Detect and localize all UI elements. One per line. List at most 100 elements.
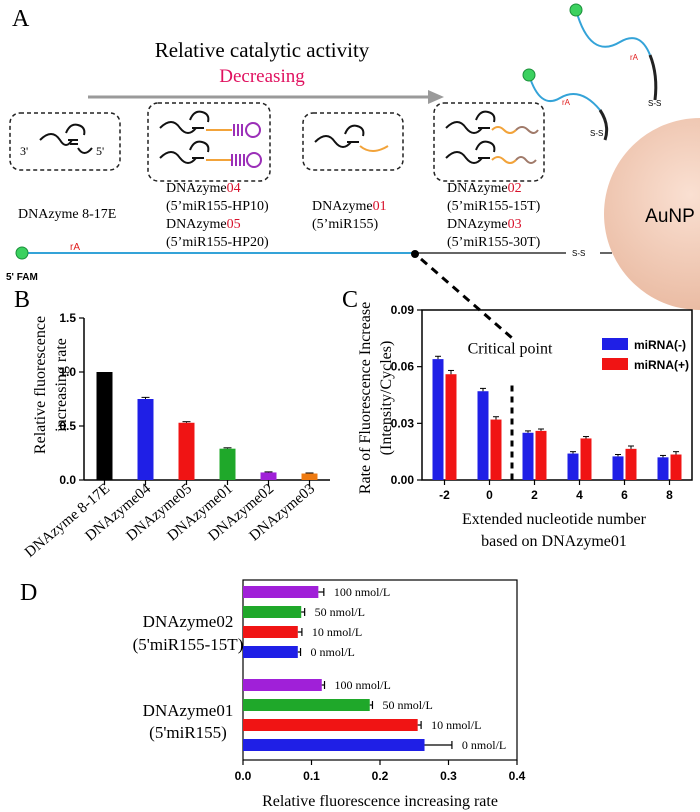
- panel-c-bar: [580, 438, 592, 480]
- panel-d-bar-label: 100 nmol/L: [335, 678, 391, 692]
- panel-b-letter: B: [14, 287, 30, 313]
- ss-label-probe2: S-S: [648, 99, 661, 108]
- callout-dashed-line: [420, 257, 513, 340]
- panel-b-ylabel-2: increasing rate: [53, 338, 70, 432]
- ra-label-probe2: rA: [630, 53, 639, 62]
- label-dnazyme04: DNAzyme04: [166, 181, 241, 196]
- panel-c-xtick-label: 8: [666, 488, 673, 502]
- panel-d-bar: [243, 646, 298, 658]
- panel-c-bar: [490, 419, 502, 480]
- ra-label-substrate: rA: [70, 242, 80, 253]
- end-5-label: 5': [96, 144, 104, 158]
- panel-b-ylabel-1: Relative fluorescence: [32, 316, 49, 454]
- dnazyme-01-glyph: [314, 124, 389, 152]
- panel-c-bar: [657, 457, 669, 480]
- dnazyme-817e-glyph: [39, 123, 93, 154]
- panel-c-bar: [567, 453, 579, 480]
- panel-c-xtick-label: -2: [439, 488, 450, 502]
- panel-d-xtick-label: 0.4: [509, 769, 526, 783]
- fam-fluorophore: [15, 246, 29, 260]
- panel-d-bar: [243, 606, 302, 618]
- panel-c-bar: [445, 374, 457, 480]
- panel-b-bar: [260, 472, 277, 480]
- fam-label: 5' FAM: [6, 272, 38, 283]
- label-dnazyme03-sub: (5’miR155-30T): [447, 235, 541, 250]
- box-dnazyme-04-05: [147, 102, 271, 182]
- panel-c-bar: [625, 448, 637, 480]
- panel-c-ylabel-2: (Intensity/Cycles): [378, 341, 395, 456]
- panel-b-ytick-label: 1.5: [59, 311, 76, 325]
- critical-site-dot: [411, 250, 419, 258]
- panel-d-group1-line1: DNAzyme02: [143, 612, 234, 631]
- panel-c-frame: [421, 309, 693, 481]
- panel-d-bar: [243, 739, 425, 751]
- panel-d-bar-label: 0 nmol/L: [311, 645, 355, 659]
- panel-d-group2-line2: (5'miR155): [149, 723, 227, 742]
- panel-c-bar: [612, 456, 624, 480]
- panel-d-bar-label: 10 nmol/L: [312, 625, 362, 639]
- panel-d: D DNAzyme02 (5'miR155-15T) DNAzyme01 (5'…: [20, 579, 526, 810]
- panel-d-xtick-label: 0.0: [235, 769, 252, 783]
- panel-c-bar: [477, 391, 489, 480]
- ss-label-probe1: S-S: [590, 129, 603, 138]
- panel-c-xlabel-1: Extended nucleotide number: [462, 511, 647, 528]
- panel-c-bar: [522, 432, 534, 480]
- panel-c-bar: [535, 430, 547, 480]
- panel-b-bar: [137, 399, 154, 480]
- panel-c-xtick-label: 0: [486, 488, 493, 502]
- panel-d-bar: [243, 699, 370, 711]
- label-dnazyme05: DNAzyme05: [166, 217, 241, 232]
- label-dnazyme01-sub: (5’miR155): [312, 217, 378, 232]
- label-dnazyme02: DNAzyme02: [447, 181, 522, 196]
- label-dnazyme05-sub: (5’miR155-HP20): [166, 235, 269, 250]
- label-dnazyme02-sub: (5’miR155-15T): [447, 199, 541, 214]
- panel-c-critical-label: Critical point: [468, 340, 553, 357]
- panel-c-ytick-label: 0.06: [391, 360, 415, 374]
- panel-d-bar: [243, 586, 319, 598]
- ra-label-probe1: rA: [562, 98, 571, 107]
- label-dnazyme04-sub: (5’miR155-HP10): [166, 199, 269, 214]
- panel-d-bar-label: 100 nmol/L: [334, 585, 390, 599]
- panel-d-bar-label: 0 nmol/L: [462, 738, 506, 752]
- panel-c-ytick-label: 0.03: [391, 416, 415, 430]
- panel-d-bar-label: 10 nmol/L: [431, 718, 481, 732]
- decreasing-arrow-head: [428, 90, 444, 104]
- panel-d-xtick-label: 0.1: [303, 769, 320, 783]
- panel-b-bar: [219, 448, 236, 480]
- panel-c: C Rate of Fluorescence Increase (Intensi…: [342, 287, 693, 550]
- panel-c-ytick-label: 0.00: [391, 473, 415, 487]
- panel-a-title: Relative catalytic activity: [155, 38, 370, 62]
- panel-c-bar: [432, 359, 444, 480]
- panel-d-xtick-label: 0.3: [440, 769, 457, 783]
- panel-d-bar-label: 50 nmol/L: [315, 605, 365, 619]
- panel-b-bar: [178, 422, 195, 480]
- panel-a-subtitle: Decreasing: [219, 66, 305, 87]
- panel-c-ytick-label: 0.09: [391, 303, 415, 317]
- panel-c-xtick-label: 4: [576, 488, 583, 502]
- panel-c-legend-label: miRNA(-): [634, 338, 686, 352]
- panel-c-bar: [670, 454, 682, 480]
- panel-d-letter: D: [20, 580, 37, 606]
- panel-d-chart: 0.0 0.1 0.2 0.3 0.4 100 nmol/L 50 nmol/L 10 nmo…: [235, 579, 526, 783]
- panel-d-bar: [243, 626, 298, 638]
- box-dnazyme-01: [302, 112, 404, 171]
- panel-b-bar: [301, 473, 318, 480]
- panel-c-legend-swatch: [602, 358, 628, 370]
- panel-d-xtick-label: 0.2: [372, 769, 389, 783]
- panel-d-group1-line2: (5'miR155-15T): [133, 635, 244, 654]
- panel-a-letter: A: [12, 6, 30, 32]
- panel-a: A Relative catalytic activity Decreasing…: [6, 3, 700, 340]
- aunp-probes: [522, 3, 658, 141]
- panel-d-bar: [243, 719, 418, 731]
- label-dnazyme-817e: DNAzyme 8-17E: [18, 207, 116, 222]
- dnazyme-02-03-glyph: [445, 110, 539, 164]
- panel-d-bar-label: 50 nmol/L: [382, 698, 432, 712]
- dnazyme-04-05-glyph: [159, 110, 262, 168]
- panel-b-ytick-label: 0.0: [59, 473, 76, 487]
- label-dnazyme03: DNAzyme03: [447, 217, 522, 232]
- panel-d-bar: [243, 679, 322, 691]
- panel-c-xtick-label: 6: [621, 488, 628, 502]
- panel-b: B Relative fluorescence increasing rate …: [14, 287, 330, 561]
